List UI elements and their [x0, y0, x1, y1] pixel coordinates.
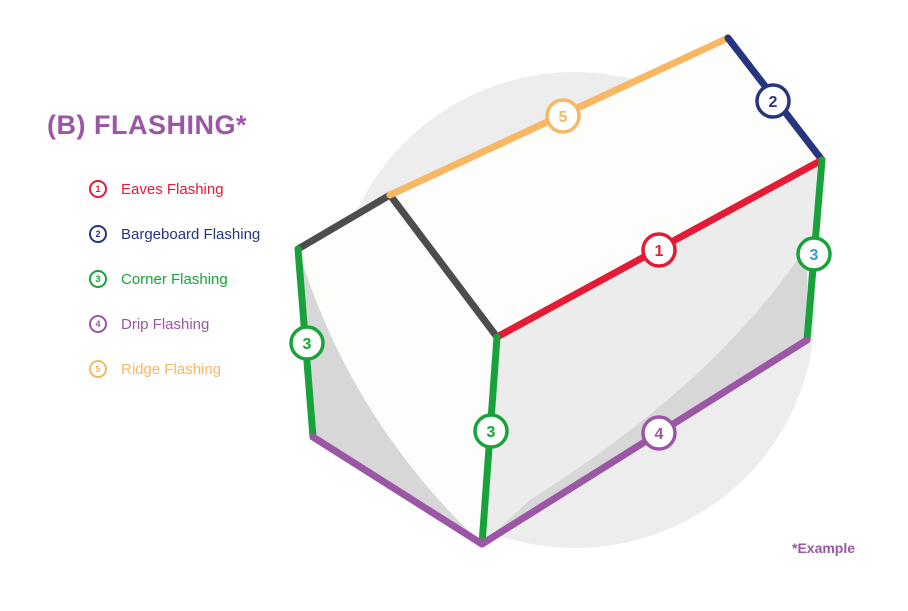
legend-label-drip: Drip Flashing [121, 315, 210, 333]
legend-badge-1: 1 [89, 180, 107, 198]
legend-badge-3: 3 [89, 270, 107, 288]
gable-edge-diagonal [386, 191, 501, 341]
badge-number-3: 3 [810, 247, 819, 264]
badge-circle-5 [545, 98, 581, 134]
gable-edge-top [294, 191, 394, 253]
footnote: *Example [792, 540, 856, 556]
legend-item-bargeboard: 2 Bargeboard Flashing [89, 223, 260, 245]
legend-item-eaves: 1 Eaves Flashing [89, 178, 260, 200]
legend-label-bargeboard: Bargeboard Flashing [121, 225, 261, 243]
legend-badge-2: 2 [89, 225, 107, 243]
legend-badge-5: 5 [89, 360, 107, 378]
badge-circle-4 [641, 415, 677, 451]
legend-label-corner: Corner Flashing [121, 270, 228, 288]
badge-number-1: 1 [655, 243, 664, 260]
legend-label-ridge: Ridge Flashing [121, 360, 222, 378]
badge-circle-3 [473, 413, 509, 449]
badge-number-4: 4 [655, 426, 664, 443]
side-wall [482, 160, 822, 544]
legend: 1 Eaves Flashing 2 Bargeboard Flashing 3… [89, 178, 260, 403]
badge-number-2: 2 [769, 94, 778, 111]
badge-circle-3 [796, 236, 832, 272]
drip-flashing-line-left [309, 433, 486, 548]
badge-number-3: 3 [487, 424, 496, 441]
legend-item-drip: 4 Drip Flashing [89, 313, 260, 335]
page-title: (B) FLASHING* [47, 110, 247, 140]
badge-circle-1 [641, 232, 677, 268]
badge-circle-3 [289, 325, 325, 361]
badge-number-3: 3 [303, 336, 312, 353]
legend-item-corner: 3 Corner Flashing [89, 268, 260, 290]
roof-plane [390, 38, 822, 337]
badge-circle-2 [755, 83, 791, 119]
legend-label-eaves: Eaves Flashing [121, 180, 224, 198]
badge-number-5: 5 [559, 109, 568, 126]
legend-item-ridge: 5 Ridge Flashing [89, 358, 260, 380]
legend-badge-4: 4 [89, 315, 107, 333]
